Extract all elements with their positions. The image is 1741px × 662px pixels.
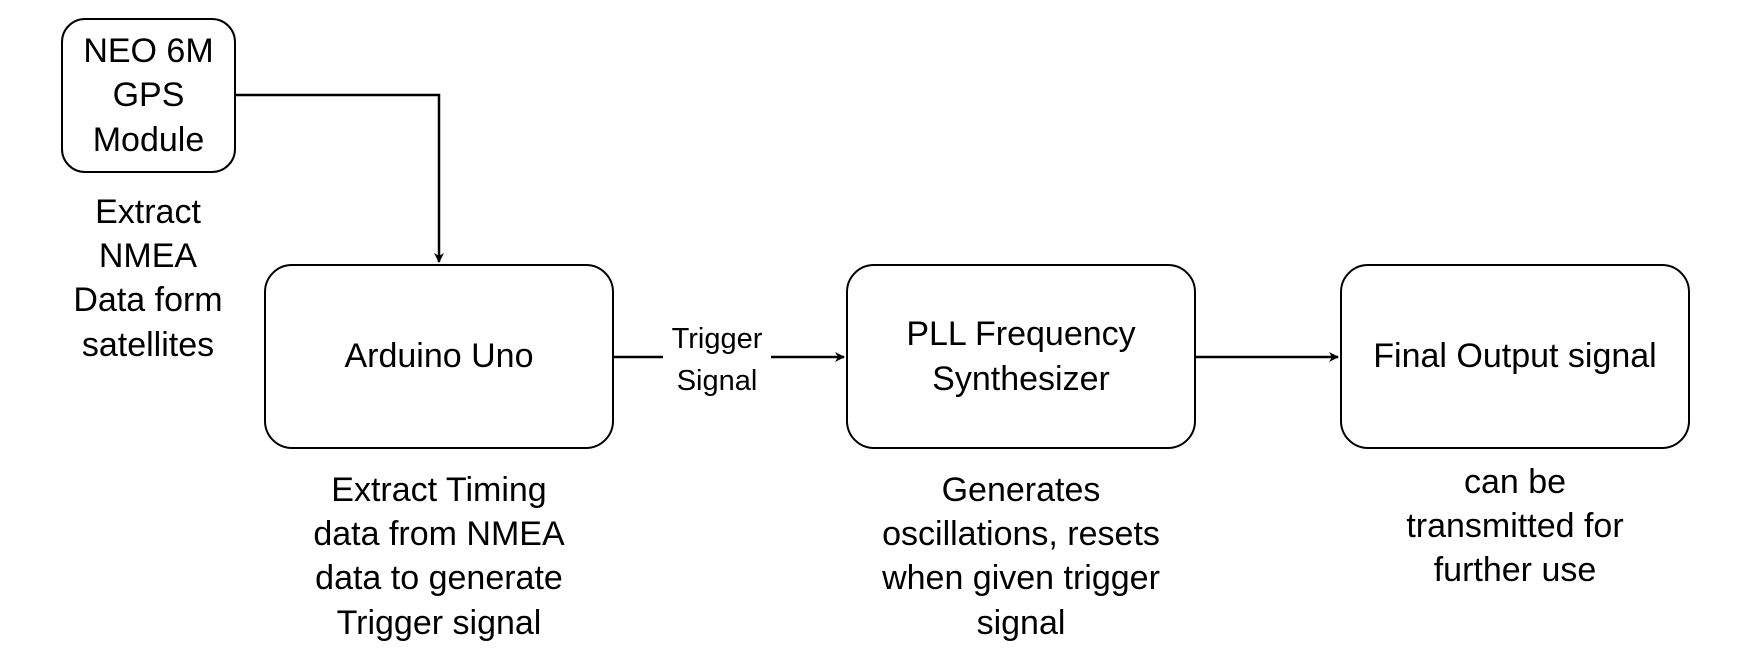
gps-module-label: NEO 6M GPS Module — [83, 32, 214, 159]
arduino-uno-caption: Extract Timing data from NMEA data to ge… — [313, 471, 565, 642]
gps-module-caption: Extract NMEA Data form satellites — [73, 193, 223, 364]
arrow-gps-to-arduino — [236, 93, 444, 263]
final-output-caption: can be transmitted for further use — [1406, 463, 1624, 590]
pll-synthesizer-node: PLL Frequency Synthesizer — [846, 264, 1196, 449]
arduino-uno-label: Arduino Uno — [344, 337, 534, 376]
pll-synthesizer-label: PLL Frequency Synthesizer — [906, 315, 1136, 398]
final-output-label: Final Output signal — [1373, 337, 1657, 376]
gps-module-node: NEO 6M GPS Module — [61, 18, 236, 173]
arduino-uno-node: Arduino Uno — [264, 264, 614, 449]
trigger-signal-edge-label: Trigger Signal — [663, 318, 771, 403]
final-output-node: Final Output signal — [1340, 264, 1690, 449]
pll-synthesizer-caption: Generates oscillations, resets when give… — [882, 471, 1160, 642]
